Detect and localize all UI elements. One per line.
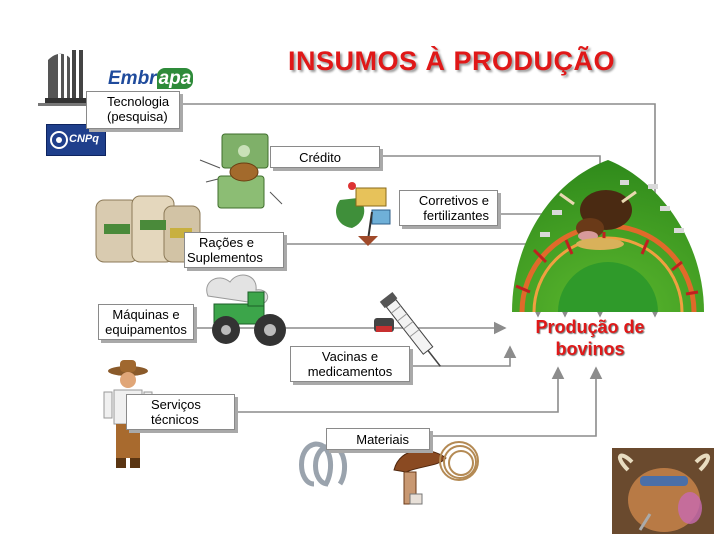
- node-credito: Crédito: [270, 146, 380, 168]
- horseshoe-icon: [299, 441, 348, 487]
- node-corretivos-line2: fertilizantes: [423, 208, 489, 223]
- highland-cow-icon: [612, 448, 714, 534]
- node-tecnologia-line2: (pesquisa): [107, 109, 168, 124]
- production-target-line1: Produção de: [535, 317, 645, 337]
- node-racoes-line1: Rações e: [199, 235, 254, 250]
- node-maquinas-line1: Máquinas e: [112, 307, 180, 322]
- node-corretivos: Corretivos e fertilizantes: [399, 190, 498, 226]
- node-maquinas-line2: equipamentos: [105, 322, 187, 337]
- arrow-vacinas: [410, 345, 517, 367]
- node-maquinas: Máquinas e equipamentos: [98, 304, 194, 340]
- node-corretivos-line1: Corretivos e: [418, 193, 489, 208]
- money-bundle-icon: [199, 133, 283, 209]
- fertilizer-tools-icon: [336, 182, 391, 246]
- node-tecnologia: Tecnologia (pesquisa): [86, 91, 180, 129]
- tractor-icon: [206, 274, 286, 346]
- page-title: INSUMOS À PRODUÇÃO: [288, 46, 616, 76]
- node-materiais-line1: Materiais: [356, 432, 409, 447]
- cnpq-logo-text: CNPq: [69, 133, 99, 145]
- production-target-line2: bovinos: [555, 339, 625, 359]
- node-servicos-line1: Serviços: [151, 397, 201, 412]
- arrow-servicos: [235, 366, 565, 413]
- arrow-racoes: [284, 243, 545, 318]
- saddle-icon: [393, 449, 447, 505]
- cnpq-logo: CNPq: [46, 124, 106, 156]
- node-racoes-line2: Suplementos: [187, 250, 263, 265]
- node-vacinas-line2: medicamentos: [307, 364, 393, 379]
- production-target-label: Produção de bovinos: [510, 316, 670, 360]
- bull-pasture-icon: [512, 160, 704, 313]
- arrow-materiais: [430, 366, 603, 437]
- node-servicos-line2: técnicos: [151, 412, 199, 427]
- cnpq-emblem-icon: [50, 131, 68, 149]
- embrapa-logo-highlight: apa: [156, 68, 194, 89]
- node-servicos: Serviços técnicos: [126, 394, 235, 430]
- node-racoes: Rações e Suplementos: [184, 232, 284, 268]
- lasso-icon: [439, 441, 479, 481]
- embrapa-logo-text: Embr: [108, 68, 157, 89]
- node-vacinas: Vacinas e medicamentos: [290, 346, 410, 382]
- node-tecnologia-line1: Tecnologia: [107, 94, 170, 109]
- node-vacinas-line1: Vacinas e: [321, 349, 379, 364]
- node-credito-line1: Crédito: [299, 150, 341, 165]
- building-icon: [38, 50, 94, 106]
- node-materiais: Materiais: [326, 428, 430, 450]
